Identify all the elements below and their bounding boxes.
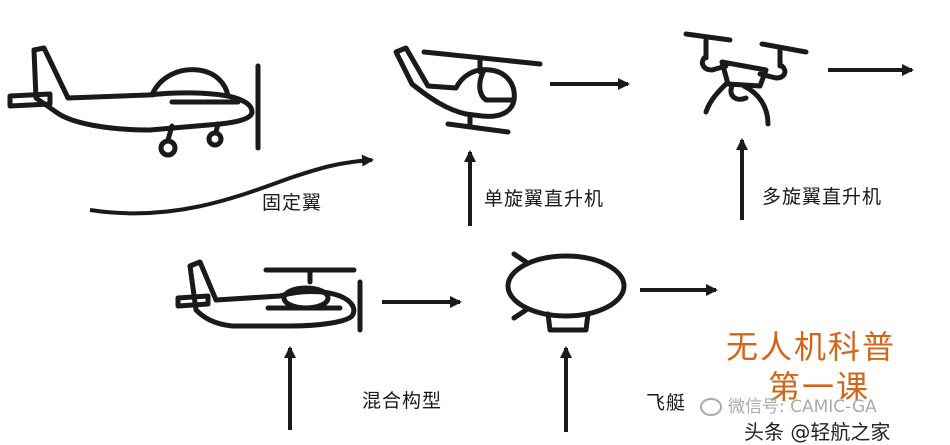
label-hybrid-configuration: 混合构型 bbox=[362, 390, 443, 412]
toutiao-watermark: 头条 @轻航之家 bbox=[744, 420, 891, 444]
flow-arrows bbox=[89, 64, 914, 432]
fixed-wing-airplane-icon bbox=[7, 45, 261, 158]
multi-rotor-drone-icon bbox=[683, 31, 809, 127]
label-fixed-wing: 固定翼 bbox=[262, 192, 323, 214]
label-airship: 飞艇 bbox=[646, 392, 687, 414]
wechat-watermark-text: 微信号: CAMIC-GA bbox=[728, 397, 877, 417]
single-rotor-helicopter-icon bbox=[393, 45, 543, 135]
curve-arrow bbox=[89, 154, 374, 216]
label-multi-rotor-helicopter: 多旋翼直升机 bbox=[762, 186, 883, 208]
hybrid-aircraft-icon bbox=[175, 259, 363, 333]
brand-subtitle: 第一课 bbox=[768, 368, 871, 406]
brand-title: 无人机科普 bbox=[726, 328, 897, 366]
label-single-rotor-helicopter: 单旋翼直升机 bbox=[484, 188, 605, 210]
airship-icon bbox=[505, 251, 627, 333]
wechat-watermark: 微信号: CAMIC-GA bbox=[700, 392, 877, 417]
wechat-icon bbox=[700, 398, 722, 416]
